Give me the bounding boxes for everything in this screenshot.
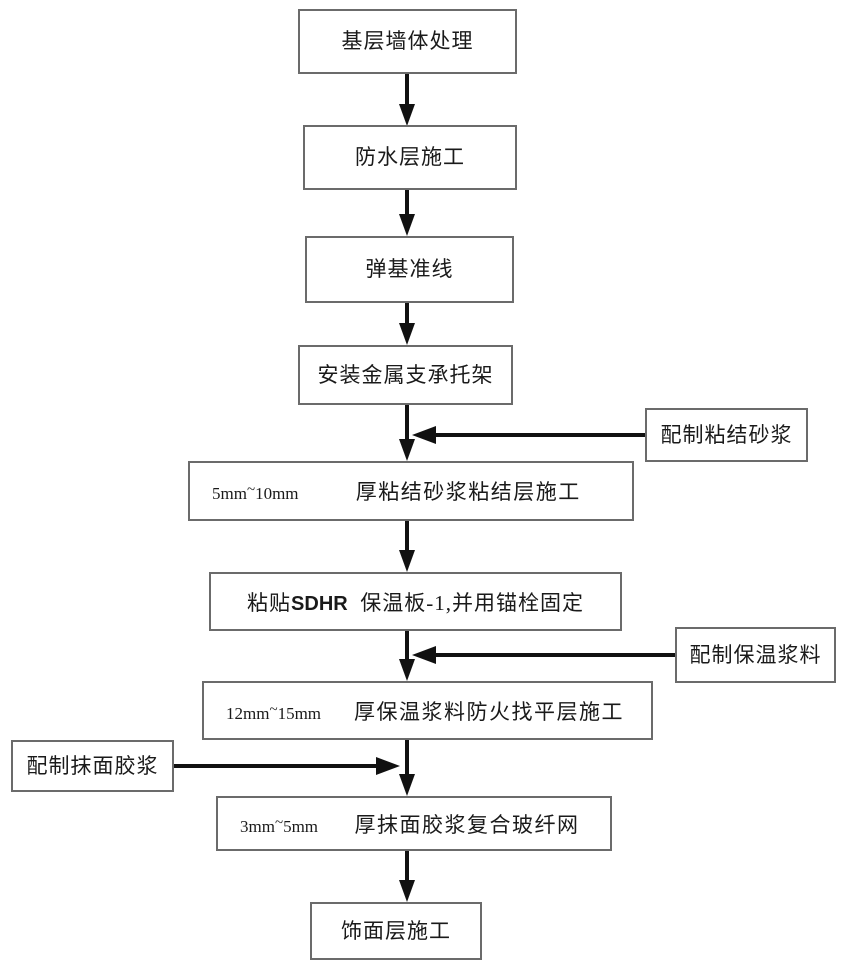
node-step8-row: 3mm~5mm 厚抹面胶浆复合玻纤网	[218, 809, 610, 839]
node-step5-label: 厚粘结砂浆粘结层施工	[355, 480, 581, 504]
node-step6-row: 粘贴SDHR 保温板-1,并用锚栓固定	[211, 587, 620, 617]
node-step7-thickness: 12mm~15mm	[226, 701, 322, 723]
connector-step6-step7	[399, 631, 415, 681]
node-step6-suffix: 保温板-1,并用锚栓固定	[360, 590, 584, 615]
node-side2-label: 配制保温浆料	[689, 642, 822, 667]
connector-side2-step7	[412, 646, 675, 664]
range-separator-icon: ~	[246, 482, 256, 498]
node-step8-thickness: 3mm~5mm	[240, 814, 319, 836]
node-step6[interactable]: 粘贴SDHR 保温板-1,并用锚栓固定	[209, 572, 622, 631]
connector-step7-step8	[399, 740, 415, 796]
connector-side1-step5	[412, 426, 645, 444]
node-side3-surface-adhesive[interactable]: 配制抹面胶浆	[11, 740, 174, 792]
connector-step8-step9	[399, 851, 415, 902]
connector-step1-step2	[399, 74, 415, 126]
connector-step2-step3	[399, 190, 415, 236]
connector-step3-step4	[399, 303, 415, 345]
node-step8[interactable]: 3mm~5mm 厚抹面胶浆复合玻纤网	[216, 796, 612, 851]
range-separator-icon: ~	[269, 701, 278, 718]
range-separator-icon: ~	[274, 814, 284, 831]
node-step2-label: 防水层施工	[355, 145, 465, 169]
node-step5[interactable]: 5mm~10mm 厚粘结砂浆粘结层施工	[188, 461, 634, 521]
connector-step4-step5	[399, 405, 415, 461]
node-step4[interactable]: 安装金属支承托架	[298, 345, 513, 405]
node-step1[interactable]: 基层墙体处理	[298, 9, 517, 74]
node-side1-bonding-mortar[interactable]: 配制粘结砂浆	[645, 408, 808, 462]
node-step7-row: 12mm~15mm 厚保温浆料防火找平层施工	[204, 696, 651, 726]
node-step5-row: 5mm~10mm 厚粘结砂浆粘结层施工	[190, 476, 632, 506]
node-side1-label: 配制粘结砂浆	[660, 422, 793, 447]
node-step8-label: 厚抹面胶浆复合玻纤网	[354, 812, 580, 837]
node-step7-label: 厚保温浆料防火找平层施工	[354, 699, 625, 724]
node-step4-label: 安装金属支承托架	[317, 362, 494, 387]
connector-side3-step8	[174, 757, 400, 775]
node-step2[interactable]: 防水层施工	[303, 125, 517, 190]
node-step3-label: 弹基准线	[365, 257, 454, 281]
node-step6-product-code: SDHR	[291, 592, 348, 615]
node-step6-prefix: 粘贴	[247, 590, 292, 615]
node-step1-label: 基层墙体处理	[341, 29, 474, 53]
node-side3-label: 配制抹面胶浆	[26, 753, 159, 778]
node-step5-thickness: 5mm~10mm	[212, 482, 299, 503]
node-step7[interactable]: 12mm~15mm 厚保温浆料防火找平层施工	[202, 681, 653, 740]
node-side2-insulation-slurry[interactable]: 配制保温浆料	[675, 627, 836, 683]
node-step3[interactable]: 弹基准线	[305, 236, 514, 303]
node-step9-label: 饰面层施工	[341, 918, 451, 943]
node-step9[interactable]: 饰面层施工	[310, 902, 482, 960]
connector-step5-step6	[399, 521, 415, 572]
